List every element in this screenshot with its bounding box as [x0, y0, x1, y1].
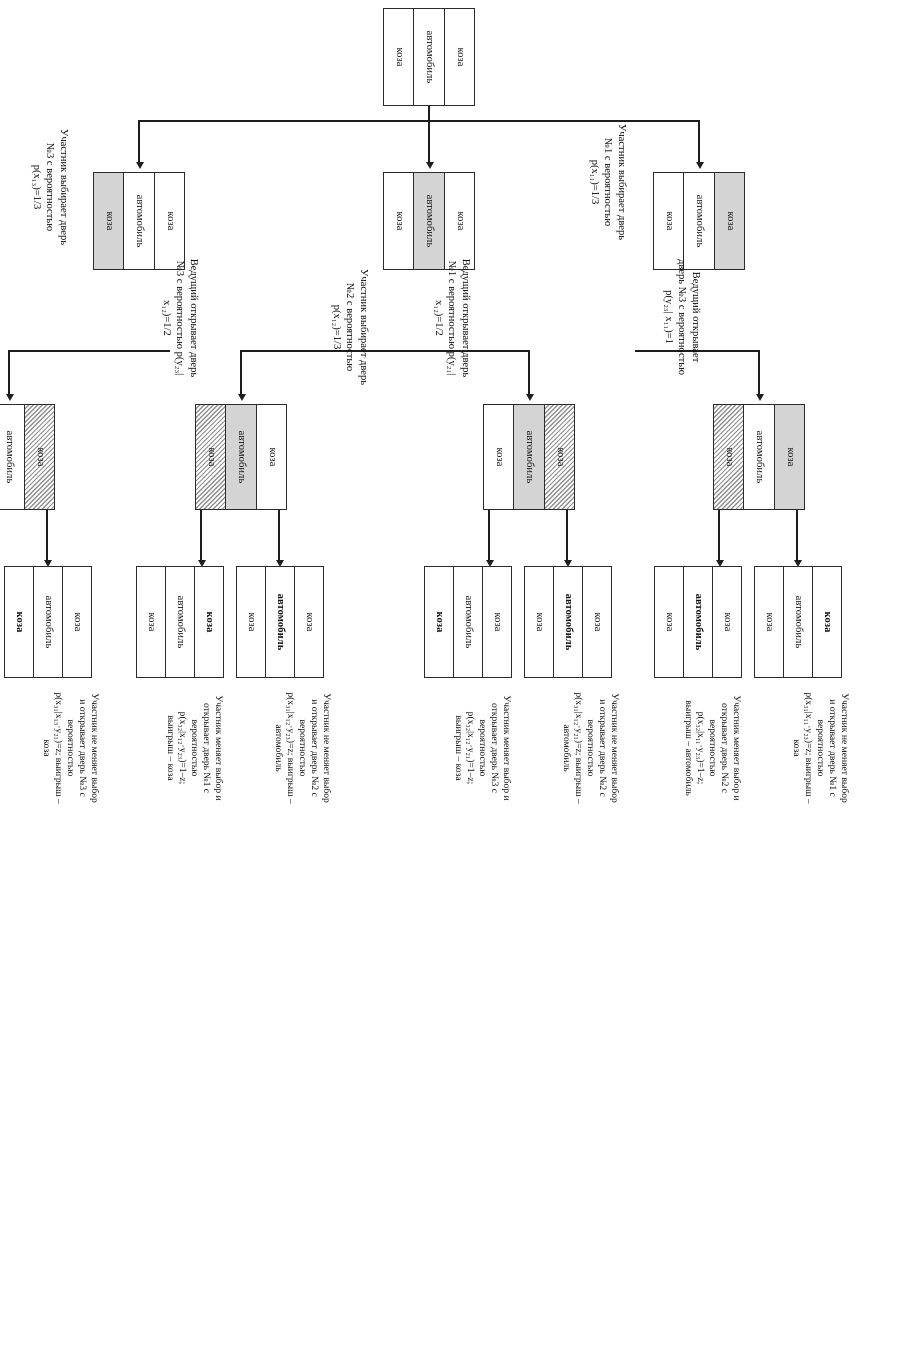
connector: [200, 510, 202, 562]
outcome-cell: коза: [534, 612, 546, 632]
label-leaf-3: Участник не меняет выбор и открывает две…: [561, 692, 620, 804]
connector: [718, 510, 720, 562]
arrow-icon: [526, 394, 534, 401]
node-outcome-2-car: коза автомобиль коза: [654, 566, 742, 678]
door-cell: коза: [773, 405, 804, 509]
door-cell: автомобиль: [0, 405, 24, 509]
connector: [428, 120, 430, 164]
door-cell-opened: коза: [543, 405, 574, 509]
root-cell: коза: [443, 9, 474, 105]
connector: [8, 350, 10, 396]
outcome-cell: коза: [194, 567, 223, 677]
label-choice-door-2: Участник выбирает дверь №2 с вероятность…: [330, 268, 369, 386]
label-leaf-7: Участник не меняет выбор и открывает две…: [41, 692, 100, 804]
node-outcome-4-goat: коза автомобиль коза: [424, 566, 512, 678]
outcome-cell: коза: [62, 567, 91, 677]
outcome-cell: коза: [246, 612, 258, 632]
arrow-icon: [136, 162, 144, 169]
node-outcome-7-goat: коза автомобиль коза: [4, 566, 92, 678]
tree-diagram: коза автомобиль коза коза автомобиль коз…: [0, 8, 850, 804]
connector: [10, 350, 170, 352]
connector: [46, 510, 48, 562]
outcome-cell: коза: [482, 567, 511, 677]
door-cell: коза: [713, 173, 744, 269]
root-node: коза автомобиль коза: [383, 8, 475, 106]
node-outcome-3-car: коза автомобиль коза: [524, 566, 612, 678]
door-cell: автомобиль: [413, 173, 444, 269]
door-cell: коза: [493, 447, 505, 467]
arrow-icon: [426, 162, 434, 169]
arrow-icon: [6, 394, 14, 401]
door-cell: коза: [393, 211, 405, 231]
label-host-opens-3-after-1: Ведущий открывает дверь №3 с вероятность…: [662, 258, 701, 376]
node-outcome-6-goat: коза автомобиль коза: [136, 566, 224, 678]
outcome-cell: автомобиль: [553, 567, 582, 677]
outcome-cell: автомобиль: [453, 567, 482, 677]
outcome-cell: коза: [146, 612, 158, 632]
connector: [698, 120, 700, 164]
door-cell-opened: коза: [196, 405, 226, 509]
door-cell-opened: коза: [23, 405, 54, 509]
label-leaf-4: Участник меняет выбор и открывает дверь …: [453, 695, 512, 801]
node-host-opened-3-branch-c: коза автомобиль коза: [195, 404, 287, 510]
arrow-icon: [696, 162, 704, 169]
label-host-opens-1-after-2: Ведущий открывает дверь №1 с вероятность…: [432, 258, 471, 378]
door-cell: автомобиль: [123, 173, 154, 269]
label-choice-door-3: Участник выбирает дверь №3 с вероятность…: [30, 128, 69, 246]
door-cell: коза: [153, 173, 184, 269]
door-cell: автомобиль: [743, 405, 774, 509]
node-host-opened-1-branch-b: коза автомобиль коза: [483, 404, 575, 510]
arrow-icon: [756, 394, 764, 401]
connector: [528, 350, 530, 396]
arrow-icon: [238, 394, 246, 401]
node-host-opened-3-branch-a: коза автомобиль коза: [713, 404, 805, 510]
outcome-cell: коза: [812, 567, 841, 677]
root-cell: автомобиль: [413, 9, 444, 105]
outcome-cell: автомобиль: [33, 567, 62, 677]
connector: [240, 350, 242, 396]
door-cell: коза: [94, 173, 124, 269]
door-cell: автомобиль: [513, 405, 544, 509]
door-cell: коза: [255, 405, 286, 509]
label-choice-door-1: Участник выбирает дверь №1 с вероятность…: [588, 123, 627, 241]
outcome-cell: коза: [764, 612, 776, 632]
connector: [278, 510, 280, 562]
door-cell: автомобиль: [225, 405, 256, 509]
connector: [488, 510, 490, 562]
outcome-cell: коза: [664, 612, 676, 632]
label-host-opens-3-after-2: Ведущий открывает дверь №3 с вероятность…: [160, 258, 199, 378]
connector: [240, 350, 530, 352]
node-outcome-5-car: коза автомобиль коза: [236, 566, 324, 678]
door-cell: коза: [443, 173, 474, 269]
root-cell: коза: [393, 47, 405, 67]
node-player-picks-door-3: коза автомобиль коза: [93, 172, 185, 270]
label-leaf-6: Участник меняет выбор и открывает дверь …: [165, 695, 224, 801]
node-player-picks-door-1: коза автомобиль коза: [653, 172, 745, 270]
connector: [566, 510, 568, 562]
label-leaf-2: Участник меняет выбор и открывает дверь …: [683, 695, 742, 801]
node-host-opened-1-branch-d: коза автомобиль коза: [0, 404, 55, 510]
outcome-cell: коза: [294, 567, 323, 677]
label-leaf-1: Участник не меняет выбор и открывает две…: [791, 692, 850, 804]
node-outcome-1-goat: коза автомобиль коза: [754, 566, 842, 678]
outcome-cell: коза: [582, 567, 611, 677]
outcome-cell: автомобиль: [165, 567, 194, 677]
outcome-cell: автомобиль: [265, 567, 294, 677]
connector: [796, 510, 798, 562]
door-cell-opened: коза: [714, 405, 744, 509]
connector: [138, 120, 140, 164]
outcome-cell: автомобиль: [783, 567, 812, 677]
door-cell: автомобиль: [683, 173, 714, 269]
outcome-cell: коза: [14, 611, 26, 633]
outcome-cell: коза: [712, 567, 741, 677]
door-cell: коза: [663, 211, 675, 231]
outcome-cell: автомобиль: [683, 567, 712, 677]
label-leaf-5: Участник не меняет выбор и открывает две…: [273, 692, 332, 804]
node-player-picks-door-2: коза автомобиль коза: [383, 172, 475, 270]
outcome-cell: коза: [434, 611, 446, 633]
connector: [758, 350, 760, 396]
